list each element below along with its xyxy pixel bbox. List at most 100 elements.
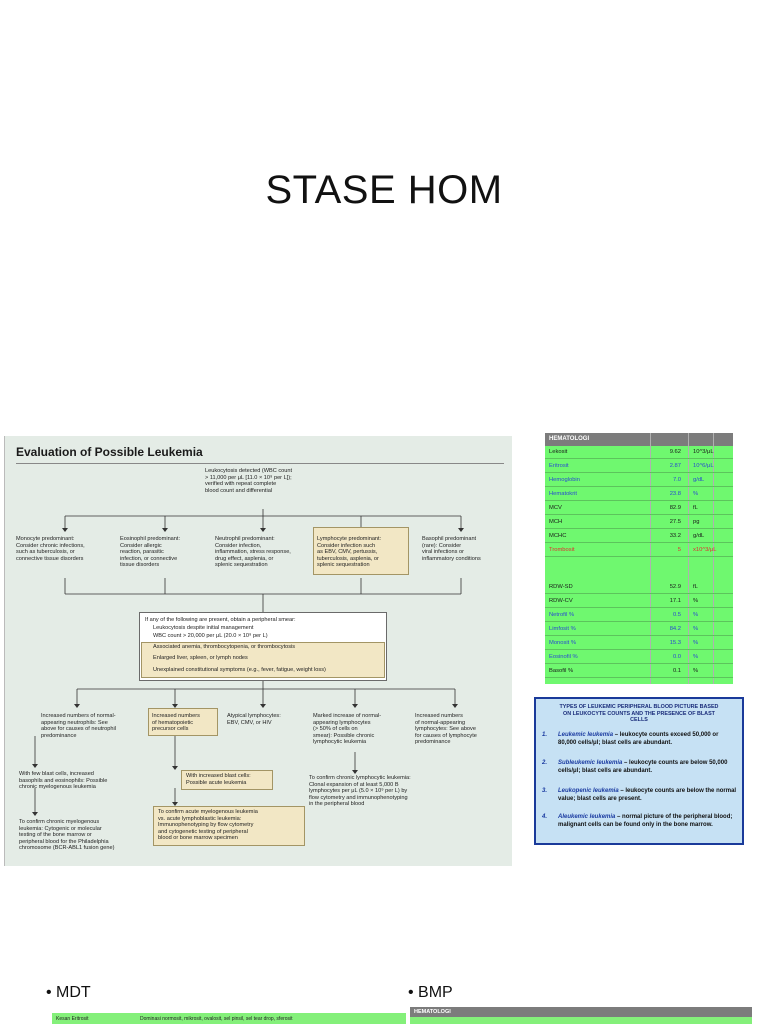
lymphocyte-node: Lymphocyte predominant:Consider infectio… <box>317 536 382 569</box>
hematology-row: MCH 27.5 pg <box>545 516 733 528</box>
hematology-row-name: RDW-CV <box>549 598 573 604</box>
hematology-row-divider <box>545 635 733 636</box>
hematology-row-unit: 10^3/μL <box>693 449 714 455</box>
flowchart-title-rule <box>16 463 504 464</box>
smear-item: Unexplained constitutional symptoms (e.g… <box>153 667 326 673</box>
hematology-row-name: MCV <box>549 505 562 511</box>
hematology-row-divider <box>545 649 733 650</box>
monocyte-node: Monocyte predominant:Consider chronic in… <box>16 536 85 562</box>
types-list-item: 3. Leukopenic leukemia – leukocyte count… <box>542 788 737 802</box>
lymphocyte-highlight-box <box>313 527 409 575</box>
hematology-row-name: Hematokrit <box>549 491 578 497</box>
hematology-row-value: 15.3 <box>669 640 681 646</box>
cll-possible-node: Marked increase of normal-appearing lymp… <box>313 713 382 746</box>
flowchart-connectors <box>32 509 464 816</box>
bmp-table-strip: HEMATOLOGI <box>410 1007 752 1024</box>
hematology-row-value: 0.0 <box>672 654 681 660</box>
hematology-row-value: 52.9 <box>669 584 681 590</box>
hematology-row-name: Basofil % <box>549 668 574 674</box>
leukemia-flowchart: Evaluation of Possible Leukemia Leukocyt… <box>4 436 512 866</box>
smear-highlight-box <box>141 642 385 678</box>
hematology-row-name: Netrofil % <box>549 612 575 618</box>
hematology-row-unit: g/dL <box>693 533 705 539</box>
hematology-row-unit: g/dL <box>693 477 705 483</box>
hematology-row-unit: % <box>693 626 699 632</box>
acute-confirm-highlight-box <box>153 806 305 846</box>
hematology-row-unit: x10^3/μL <box>693 547 717 553</box>
hematology-row-value: 17.1 <box>669 598 681 604</box>
hematology-row-name: MCH <box>549 519 563 525</box>
hematology-row-divider <box>545 514 733 515</box>
hematology-header: HEMATOLOGI <box>545 433 733 446</box>
eosinophil-node: Eosinophil predominant:Consider allergic… <box>120 536 181 569</box>
hematology-row-divider <box>545 607 733 608</box>
smear-item: Enlarged liver, spleen, or lymph nodes <box>153 655 248 661</box>
hematology-row-value: 84.2 <box>669 626 681 632</box>
hematology-row-divider <box>545 458 733 459</box>
hematology-row-value: 5 <box>677 547 681 553</box>
hematology-row-name: Lekosit <box>549 449 568 455</box>
hematology-row-unit: pg <box>693 519 700 525</box>
hematology-row: Eosinofil %0.0% <box>545 651 733 663</box>
hematology-row-divider <box>545 528 733 529</box>
hematology-row-name: RDW-SD <box>549 584 573 590</box>
hematology-row-divider <box>545 542 733 543</box>
flowchart-title: Evaluation of Possible Leukemia <box>16 445 203 459</box>
hematology-row-unit: % <box>693 640 699 646</box>
hematology-row-name: MCHC <box>549 533 567 539</box>
hematology-row-unit: % <box>693 612 699 618</box>
hematology-row-divider <box>545 472 733 473</box>
hematology-row-value: 7.0 <box>672 477 681 483</box>
hematology-row-divider <box>545 556 733 557</box>
top-node: Leukocytosis detected (WBC count> 11,000… <box>205 468 293 494</box>
hematology-row: RDW-SD 52.9 fL <box>545 581 733 593</box>
hematology-row-unit: fL <box>693 505 698 511</box>
smear-header: If any of the following are present, obt… <box>145 617 296 623</box>
hematology-row-divider <box>545 621 733 622</box>
hematology-row-unit: 10^6/μL <box>693 463 714 469</box>
hematology-row: Monosit % 15.3% <box>545 637 733 649</box>
hematology-row-unit: % <box>693 654 699 660</box>
hematology-row-value: 27.5 <box>669 519 681 525</box>
precursor-highlight-box <box>148 708 218 736</box>
neutrophil-node: Neutrophil predominant:Consider infectio… <box>215 536 291 569</box>
acute-leukemia-node: With increased blast cells:Possible acut… <box>186 773 251 786</box>
hematology-row: Basofil %0.1% <box>545 665 733 677</box>
hematology-row-name: Monosit % <box>549 640 577 646</box>
hematology-row-divider <box>545 593 733 594</box>
hematology-row-value: 0.1 <box>672 668 681 674</box>
hematology-row-unit: fL <box>693 584 698 590</box>
hematology-row-name: Trombosit <box>549 547 575 553</box>
blast-highlight-box <box>181 770 273 790</box>
slide-title: STASE HOM <box>265 168 503 212</box>
smear-item: Associated anemia, thrombocytopenia, or … <box>153 644 296 650</box>
hematology-row-divider <box>545 677 733 678</box>
types-list-item: 4. Aleukemic leukemia – normal picture o… <box>542 814 733 828</box>
smear-item: Leukocytosis despite initial management <box>153 625 254 631</box>
hematology-row: Limfosit % 84.2% <box>545 623 733 635</box>
cll-confirm-node: To confirm chronic lymphocytic leukemia:… <box>309 775 411 808</box>
hematology-row-divider <box>545 663 733 664</box>
hematology-row-value: 33.2 <box>669 533 681 539</box>
mdt-table-strip: Kesan Eritrosit Dominasi normosit, mikro… <box>52 1013 406 1024</box>
hematology-row-unit: % <box>693 491 699 497</box>
hematology-row-value: 9.62 <box>669 449 681 455</box>
types-title: TYPES OF LEUKEMIC PERIPHERAL BLOOD PICTU… <box>559 704 719 723</box>
types-list-item: 2. Subleukemic leukemia – leukocyte coun… <box>542 760 728 774</box>
hematology-row-name: Limfosit % <box>549 626 576 632</box>
mdt-bullet: • MDT <box>46 984 91 1001</box>
types-list-item: 1. Leukemic leukemia – leukocyte counts … <box>542 732 719 746</box>
hematology-row-value: 2.87 <box>669 463 681 469</box>
bmp-bullet: • BMP <box>408 984 453 1001</box>
